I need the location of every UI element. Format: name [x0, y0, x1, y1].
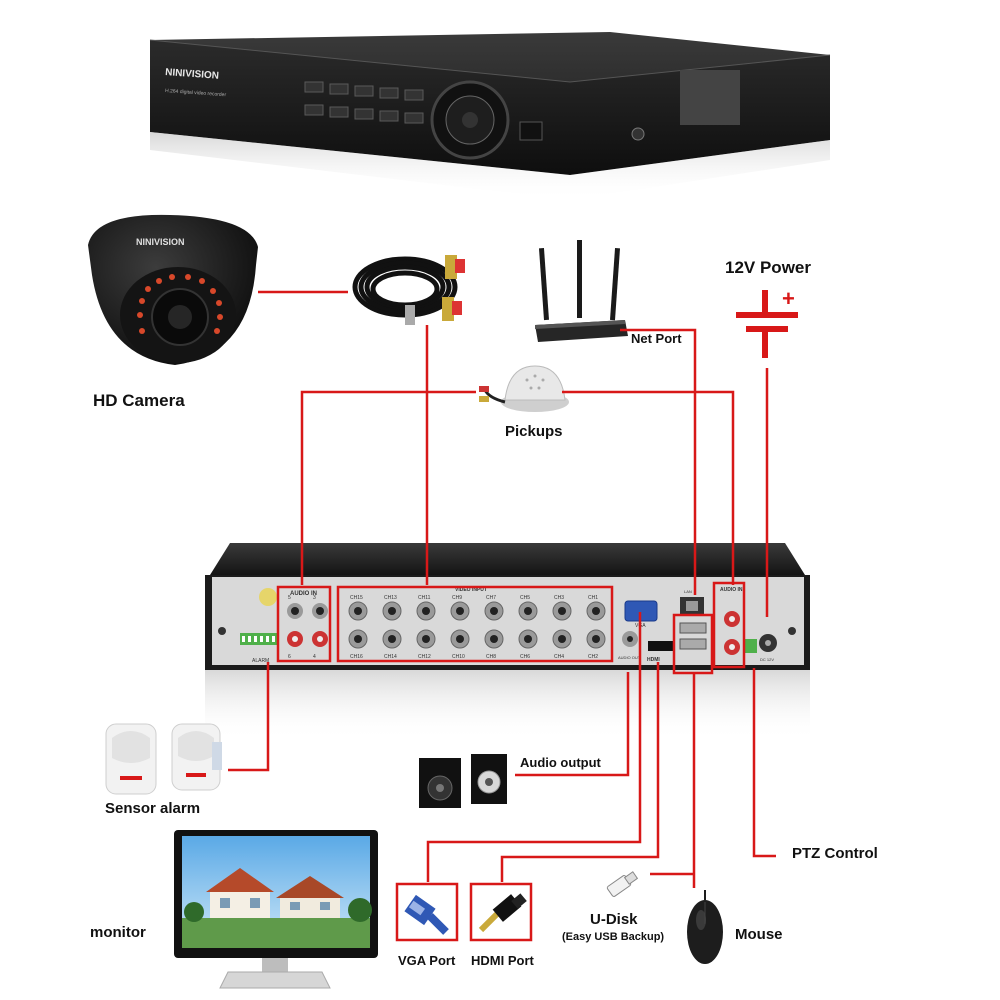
ch-bottom-label-ch10: CH10 [452, 654, 465, 660]
ch-bottom-label-ch6: CH6 [520, 654, 530, 660]
audio-in-right-label: AUDIO IN [720, 587, 743, 593]
bnc-connector-center [490, 607, 498, 615]
ch-top-label-ch7: CH7 [486, 595, 496, 601]
ch-bottom-label-ch4: CH4 [554, 654, 564, 660]
bnc-connector-center [354, 635, 362, 643]
u-disk-sub-label: (Easy USB Backup) [562, 931, 665, 943]
wifi-router-icon [535, 240, 628, 342]
mouse-label: Mouse [735, 926, 783, 943]
bnc-connector-center [354, 607, 362, 615]
sensor-alarm-label: Sensor alarm [105, 800, 201, 817]
audio-in-left-label: AUDIO IN [290, 591, 317, 597]
ch-bottom-label-ch12: CH12 [418, 654, 431, 660]
ch-top-label-ch13: CH13 [384, 595, 397, 601]
camera-brand: NINIVISION [136, 237, 185, 247]
bnc-connector-center [422, 635, 430, 643]
video-input-label: VIDEO INPUT [455, 587, 487, 593]
bnc-connector-center [456, 635, 464, 643]
ch-top-label-ch3: CH3 [554, 595, 564, 601]
audio-ch-5: 5 [288, 595, 291, 601]
hd-camera-label: HD Camera [93, 391, 185, 410]
ch-top-label-ch5: CH5 [520, 595, 530, 601]
bnc-connector-center [592, 635, 600, 643]
lan-label: LAN [684, 589, 692, 594]
ch-top-label-ch15: CH15 [350, 595, 363, 601]
hdmi-port-label: HDMI Port [471, 953, 534, 968]
bnc-connector-center [422, 607, 430, 615]
microphone-pickup-icon [479, 365, 569, 412]
usb-drive-icon [606, 871, 639, 897]
ch-top-label-ch1: CH1 [588, 595, 598, 601]
power-symbol-icon: + [736, 290, 798, 358]
ch-bottom-label-ch8: CH8 [486, 654, 496, 660]
bnc-connector-center [558, 607, 566, 615]
dc12v-label: DC 12V [760, 657, 774, 662]
bnc-connector-center [456, 607, 464, 615]
alarm-label: ALARM [252, 658, 269, 664]
coax-cable-icon [352, 255, 465, 325]
vga-port-label: VGA Port [398, 953, 456, 968]
bnc-connector-center [524, 607, 532, 615]
bnc-connector-center [388, 635, 396, 643]
ch-bottom-label-ch2: CH2 [588, 654, 598, 660]
ptz-control-label: PTZ Control [792, 845, 878, 862]
bnc-connector-center [558, 635, 566, 643]
audio-ch-6: 6 [288, 654, 291, 660]
monitor-label: monitor [90, 924, 146, 941]
vga-cable-icon [404, 894, 449, 935]
bnc-connector-center [524, 635, 532, 643]
bnc-connector-center [388, 607, 396, 615]
dvr-model-text: H.264 digital video recorder [165, 88, 227, 98]
speakers-icon [419, 754, 507, 808]
dvr-unit-icon: NINIVISION H.264 digital video recorder [149, 32, 831, 200]
svg-text:+: + [782, 290, 795, 311]
dvr-brand: NINIVISION [165, 67, 220, 82]
pir-sensor-icon [105, 723, 222, 795]
audio-ch-4: 4 [313, 654, 316, 660]
ch-bottom-label-ch16: CH16 [350, 654, 363, 660]
dome-camera-icon: NINIVISION [88, 214, 258, 365]
u-disk-label: U-Disk [590, 911, 638, 928]
audio-output-label: Audio output [520, 755, 601, 770]
audio-ch-3: 3 [313, 595, 316, 601]
audio-out-label: AUDIO OUT [618, 655, 641, 660]
ch-bottom-label-ch14: CH14 [384, 654, 397, 660]
hdmi-cable-icon [478, 893, 527, 933]
net-port-label: Net Port [631, 331, 682, 346]
mouse-icon [687, 890, 723, 964]
bnc-connector-center [592, 607, 600, 615]
power-label: 12V Power [725, 258, 811, 277]
monitor-icon [174, 830, 378, 989]
ch-top-label-ch9: CH9 [452, 595, 462, 601]
hdmi-panel-label: HDMI [647, 657, 660, 663]
pickups-label: Pickups [505, 423, 563, 440]
ch-top-label-ch11: CH11 [418, 595, 431, 601]
bnc-connector-center [490, 635, 498, 643]
